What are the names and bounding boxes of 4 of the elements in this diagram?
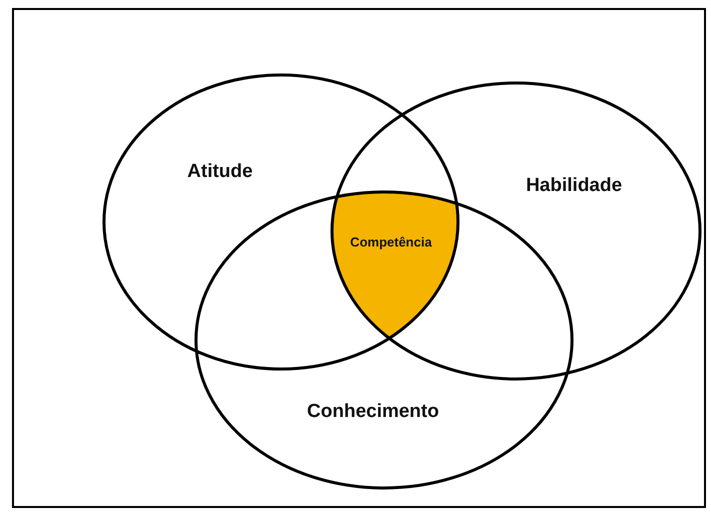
region-label: Competência [350,234,432,250]
region-label: Atitude [187,161,253,183]
region-label: Conhecimento [307,401,439,423]
region-label: Habilidade [526,175,622,197]
